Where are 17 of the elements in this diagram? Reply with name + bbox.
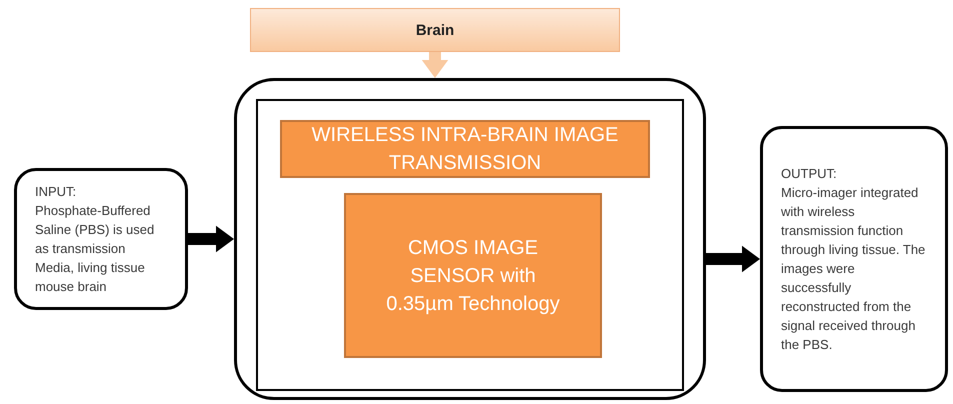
process-box [344, 193, 602, 358]
process-box [250, 8, 620, 52]
inner-frame [256, 99, 684, 391]
block-arrow [422, 52, 448, 78]
node-text: Micro-imager integrated with wireless transmission function through living tissue. The images were successfully reconstructed from the signal received through the PBS. [781, 184, 926, 354]
process-box [280, 120, 650, 178]
system-frame [234, 78, 706, 400]
node-text: WIRELESS INTRA-BRAIN IMAGE TRANSMISSION [310, 123, 620, 176]
note-box [14, 168, 188, 310]
note-heading: INPUT: [35, 183, 78, 201]
node-text: CMOS IMAGE SENSOR with 0.35µm Technology [386, 236, 560, 316]
node-text: Phosphate-Buffered Saline (PBS) is used as transmission Media, living tissue mouse brain [35, 202, 156, 296]
note-box [760, 126, 948, 392]
note-heading: OUTPUT: [781, 165, 838, 183]
block-arrow [706, 246, 760, 272]
node-text: Brain [416, 22, 454, 38]
block-arrow [188, 226, 234, 252]
